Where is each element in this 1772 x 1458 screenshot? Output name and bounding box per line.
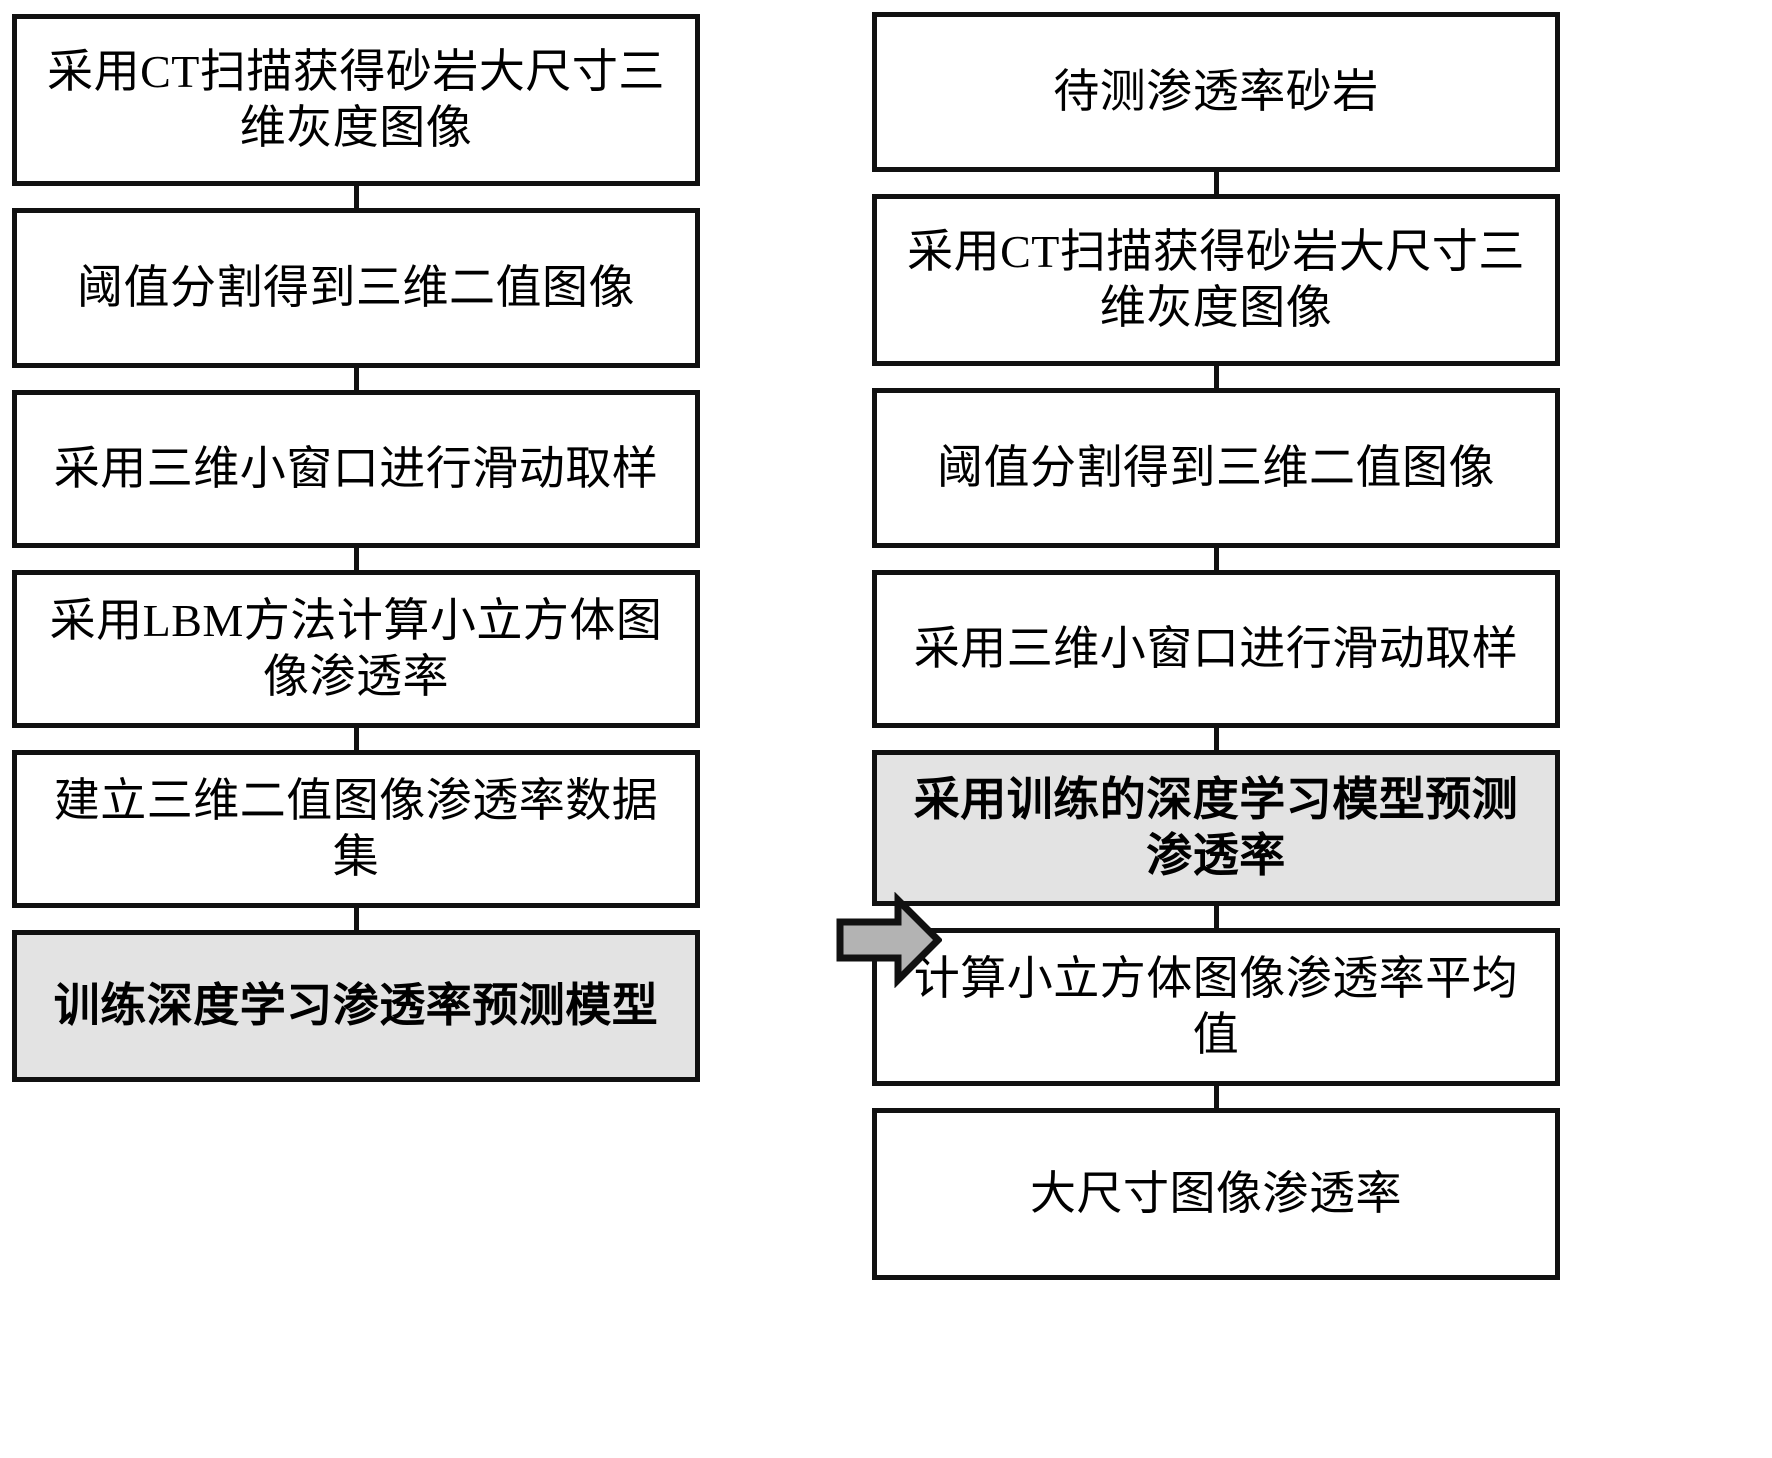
- flow-node-r1[interactable]: 待测渗透率砂岩: [872, 12, 1560, 172]
- connector-r1-r2: [872, 170, 1560, 196]
- flow-node-l1[interactable]: 采用CT扫描获得砂岩大尺寸三维灰度图像: [12, 14, 700, 186]
- connector-r2-r3: [872, 364, 1560, 390]
- flow-node-r3[interactable]: 阈值分割得到三维二值图像: [872, 388, 1560, 548]
- connector-l3-l4: [12, 546, 700, 572]
- flow-node-l4[interactable]: 采用LBM方法计算小立方体图像渗透率: [12, 570, 700, 728]
- connector-l5-l6: [12, 906, 700, 932]
- flow-node-r6[interactable]: 计算小立方体图像渗透率平均值: [872, 928, 1560, 1086]
- flow-node-r2[interactable]: 采用CT扫描获得砂岩大尺寸三维灰度图像: [872, 194, 1560, 366]
- connector-r5-r6: [872, 904, 1560, 930]
- flow-node-l3[interactable]: 采用三维小窗口进行滑动取样: [12, 390, 700, 548]
- flow-node-l2[interactable]: 阈值分割得到三维二值图像: [12, 208, 700, 368]
- left-column-training-workflow: 采用CT扫描获得砂岩大尺寸三维灰度图像 阈值分割得到三维二值图像 采用三维小窗口…: [12, 14, 700, 1082]
- flow-node-l6-train-model[interactable]: 训练深度学习渗透率预测模型: [12, 930, 700, 1082]
- flow-node-r4[interactable]: 采用三维小窗口进行滑动取样: [872, 570, 1560, 728]
- connector-r4-r5: [872, 726, 1560, 752]
- connector-l1-l2: [12, 184, 700, 210]
- connector-l4-l5: [12, 726, 700, 752]
- flow-node-r5-predict-permeability[interactable]: 采用训练的深度学习模型预测渗透率: [872, 750, 1560, 906]
- flow-node-r7[interactable]: 大尺寸图像渗透率: [872, 1108, 1560, 1280]
- right-arrow-icon: [836, 892, 942, 988]
- connector-r3-r4: [872, 546, 1560, 572]
- right-column-prediction-workflow: 待测渗透率砂岩 采用CT扫描获得砂岩大尺寸三维灰度图像 阈值分割得到三维二值图像…: [872, 12, 1560, 1280]
- connector-r6-r7: [872, 1084, 1560, 1110]
- connector-l2-l3: [12, 366, 700, 392]
- flow-node-l5[interactable]: 建立三维二值图像渗透率数据集: [12, 750, 700, 908]
